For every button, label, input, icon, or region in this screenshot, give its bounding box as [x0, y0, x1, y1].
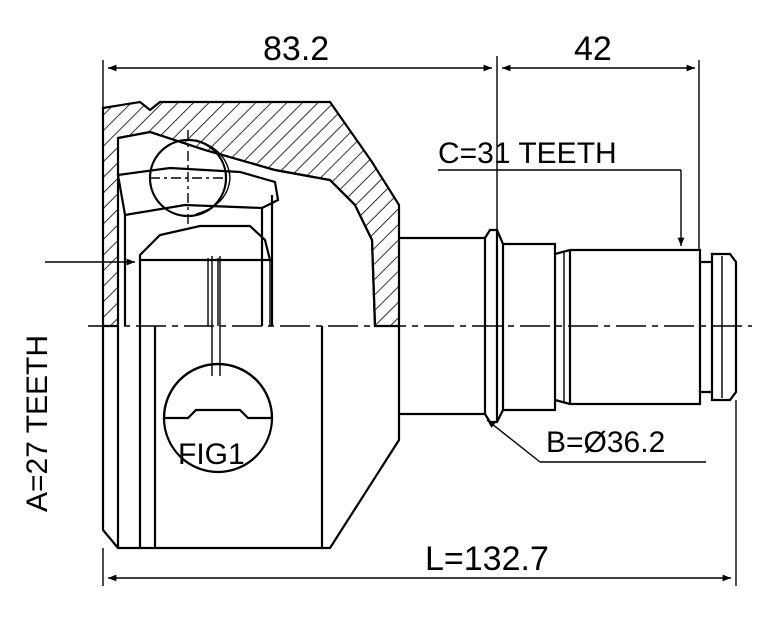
dim-42-label: 42: [574, 30, 612, 68]
a-teeth-label: A=27 TEETH: [21, 335, 54, 512]
housing-outer: [101, 326, 401, 550]
length-dimension: L=132.7: [102, 400, 737, 586]
c-teeth-label: C=31 TEETH: [438, 137, 617, 170]
ball: [148, 130, 231, 224]
a-teeth-callout: A=27 TEETH: [21, 258, 135, 512]
fig1-detail: FIG1: [162, 256, 274, 474]
fig1-label: FIG1: [178, 438, 245, 471]
b-diameter-callout: B=Ø36.2: [486, 419, 706, 463]
inner-race: [116, 166, 280, 326]
top-dimensions: 83.2 42: [102, 30, 700, 250]
b-diameter-label: B=Ø36.2: [546, 426, 665, 459]
housing-section: [101, 100, 401, 328]
c-teeth-callout: C=31 TEETH: [438, 137, 685, 246]
dim-83-2-label: 83.2: [263, 30, 329, 68]
length-label: L=132.7: [425, 540, 549, 578]
